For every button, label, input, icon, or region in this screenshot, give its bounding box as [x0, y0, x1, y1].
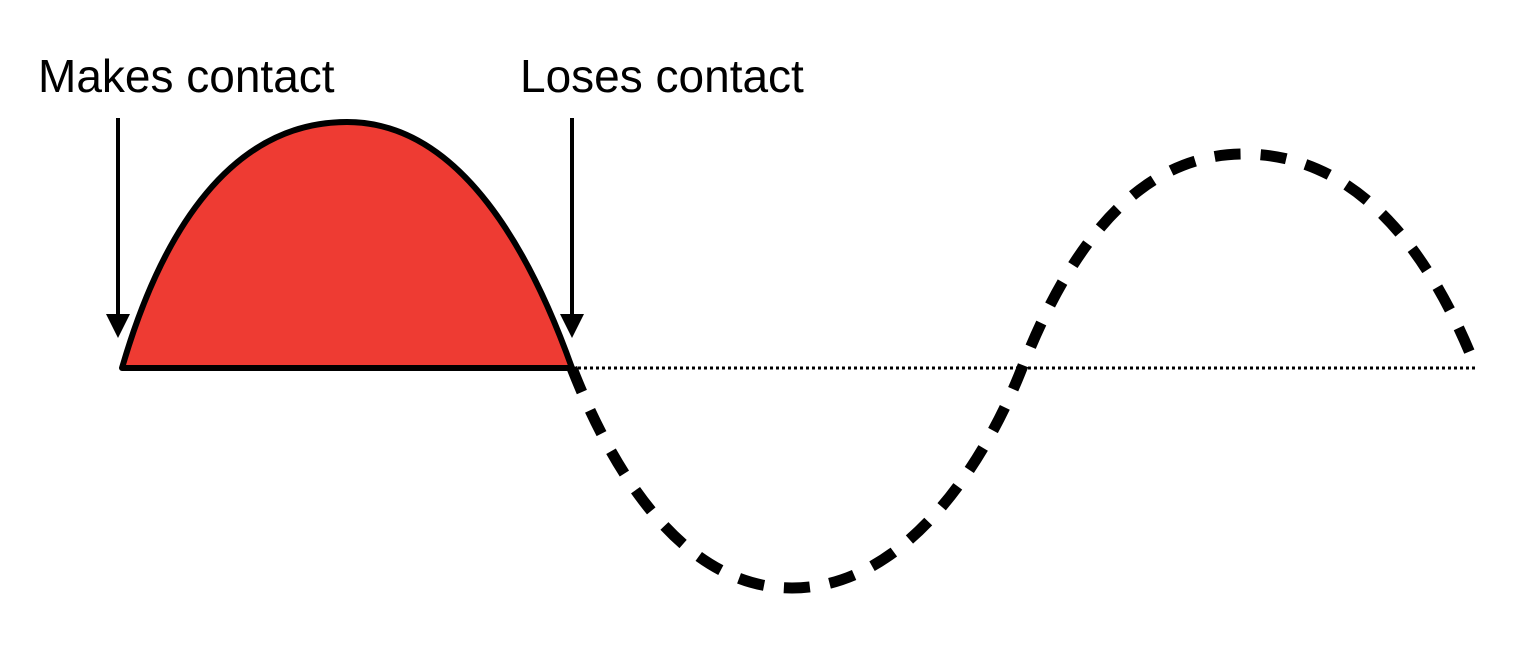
continuing-wave-dashed — [566, 148, 1482, 594]
loses-contact-label: Loses contact — [520, 50, 804, 102]
contact-region — [119, 119, 575, 371]
makes-contact-label: Makes contact — [38, 50, 335, 102]
makes-contact-arrow — [106, 118, 130, 338]
loses-contact-arrow — [560, 118, 584, 338]
